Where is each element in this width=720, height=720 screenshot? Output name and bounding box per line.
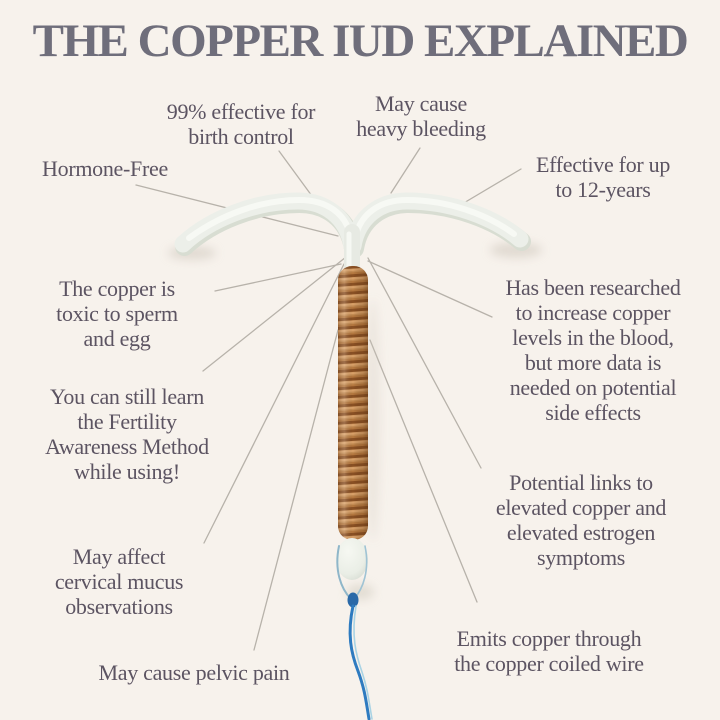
copper-coil (338, 266, 368, 540)
iud-tip-ball (336, 538, 368, 580)
label-effective-99: 99% effective for birth control (166, 99, 316, 149)
label-hormone-free: Hormone-Free (42, 156, 168, 181)
label-effective-12-years: Effective for up to 12-years (535, 152, 671, 202)
label-fertility-awareness: You can still learn the Fertility Awaren… (45, 384, 209, 484)
label-cervical-mucus: May affect cervical mucus observations (54, 544, 184, 619)
line-copper-toxic (214, 263, 342, 292)
label-researched-copper: Has been researched to increase copper l… (505, 275, 681, 425)
label-copper-toxic: The copper is toxic to sperm and egg (56, 276, 178, 351)
line-emits-copper (369, 339, 478, 603)
line-cervical-mucus (203, 263, 345, 544)
line-fertility (202, 256, 347, 372)
iud-strings (336, 545, 373, 720)
line-pelvic-pain (253, 329, 339, 651)
label-emits-copper: Emits copper through the copper coiled w… (454, 626, 644, 676)
label-heavy-bleeding: May cause heavy bleeding (356, 91, 486, 141)
line-heavy-bleeding (390, 147, 421, 194)
label-pelvic-pain: May cause pelvic pain (98, 660, 290, 685)
iud-arms (174, 192, 531, 280)
line-potential-links (367, 257, 482, 469)
page-title: THE COPPER IUD EXPLAINED (32, 15, 689, 67)
line-researched (367, 260, 493, 318)
label-potential-links: Potential links to elevated copper and e… (495, 470, 667, 570)
